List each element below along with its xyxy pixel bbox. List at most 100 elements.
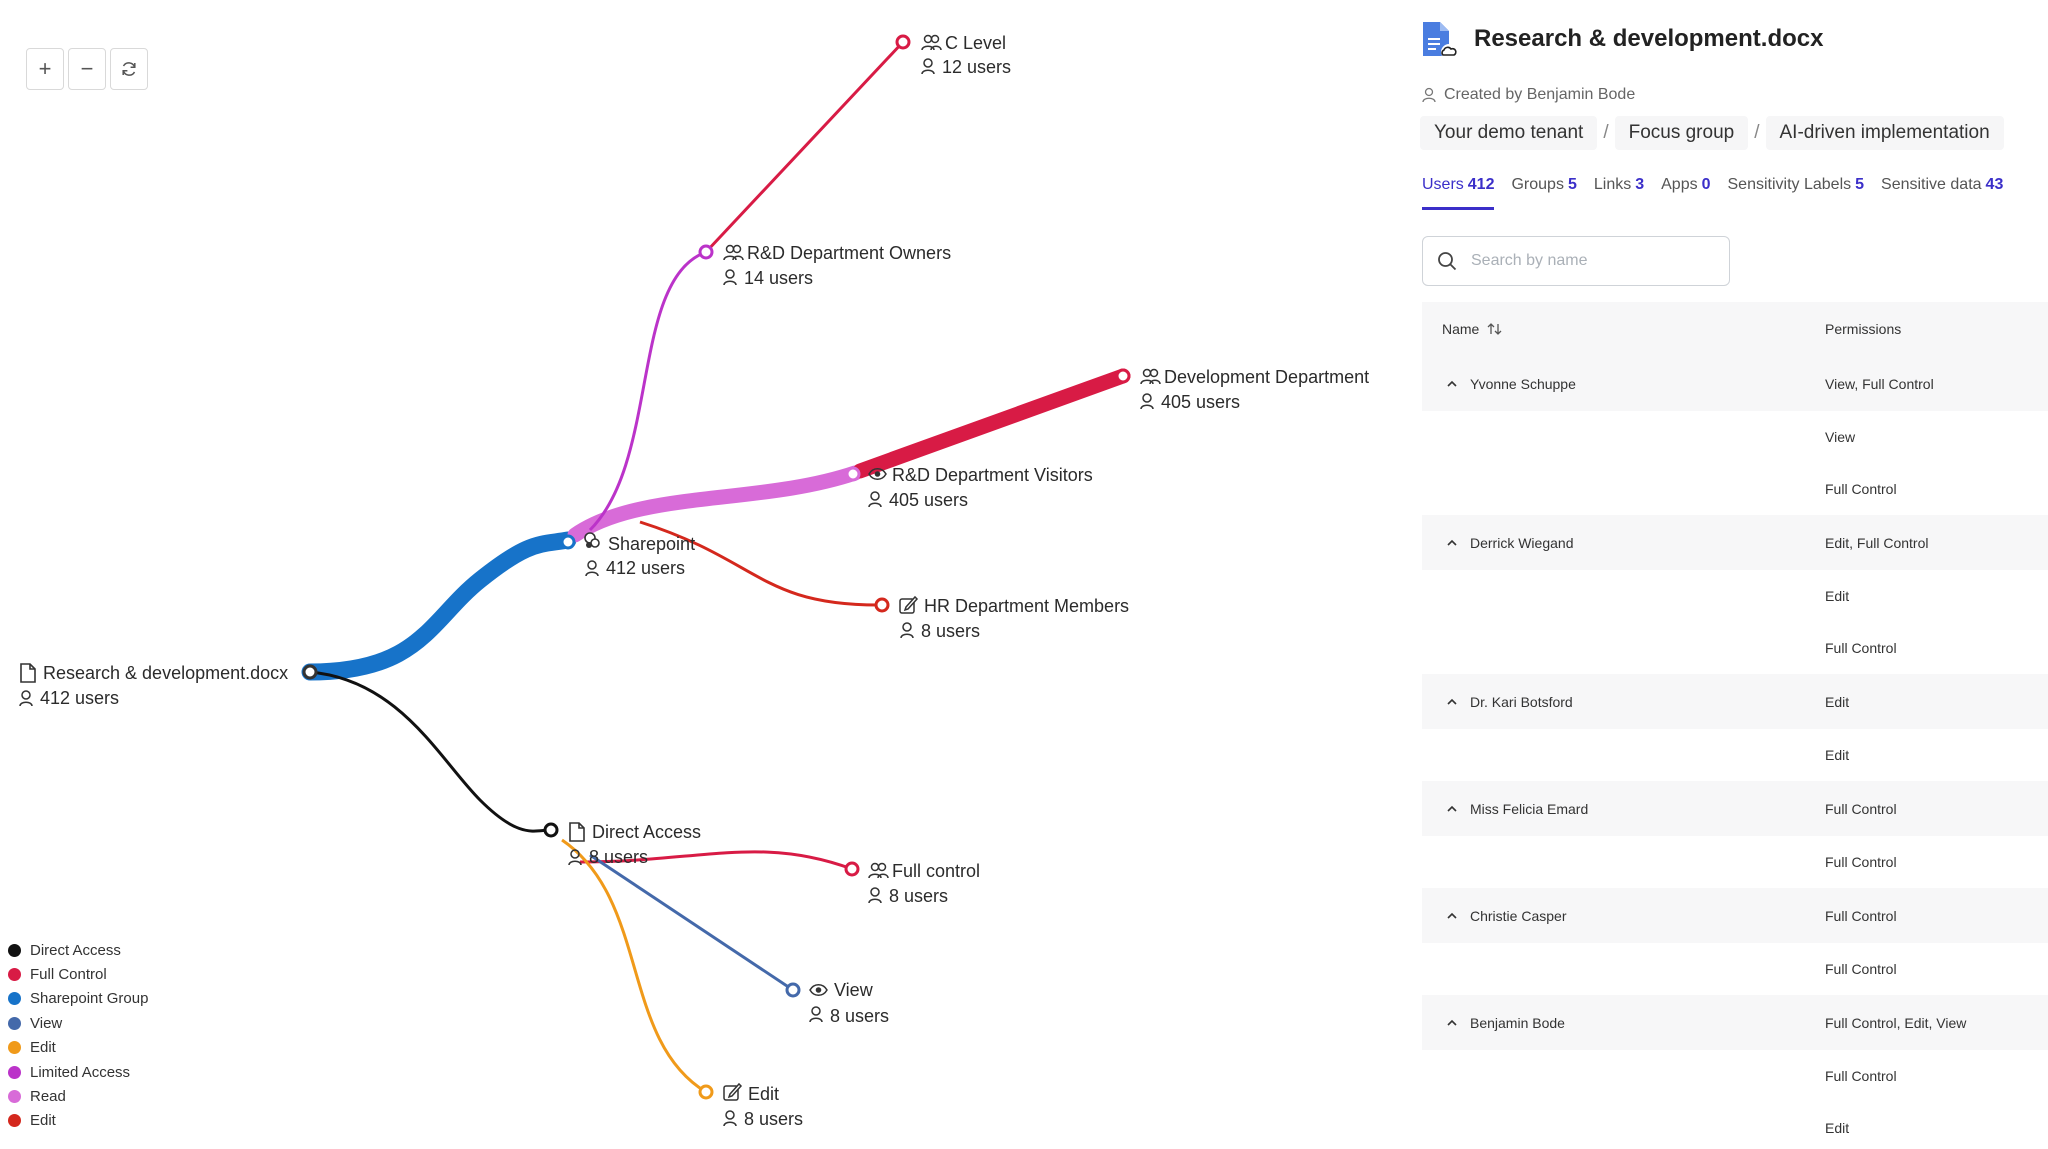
node-root-dot[interactable] <box>302 664 318 680</box>
panel-header: Research & development.docx <box>1420 20 1823 60</box>
node-sharepoint-count: 412 users <box>606 558 685 578</box>
node-clevel-dot[interactable] <box>895 34 911 50</box>
node-fullcontrol[interactable]: Full control 8 users <box>868 861 980 906</box>
document-icon <box>569 822 585 842</box>
node-fullcontrol-count: 8 users <box>889 886 948 906</box>
permission-graph[interactable]: Research & development.docx 412 users Sh… <box>0 0 1410 1149</box>
node-direct-dot[interactable] <box>543 822 559 838</box>
search-input[interactable] <box>1471 252 1711 270</box>
permission-sub-row: Edit <box>1422 729 2048 781</box>
permission-value: Edit <box>1825 1120 1850 1136</box>
node-clevel-count: 12 users <box>942 57 1011 77</box>
legend-label: Full Control <box>30 966 107 984</box>
user-permissions: Full Control <box>1825 907 1897 924</box>
node-hr[interactable]: HR Department Members 8 users <box>899 595 1129 641</box>
node-hr-dot[interactable] <box>874 597 890 613</box>
node-devdept[interactable]: Development Department 405 users <box>1140 367 1369 412</box>
edit-icon <box>723 1082 743 1101</box>
node-devdept-dot[interactable] <box>1115 368 1131 384</box>
node-root-count: 412 users <box>40 688 119 708</box>
user-name: Christie Casper <box>1470 907 1567 924</box>
legend-item: Direct Access <box>8 938 148 962</box>
legend-label: Sharepoint Group <box>30 990 149 1008</box>
cloud-document-icon <box>1420 20 1457 60</box>
refresh-icon <box>122 62 136 76</box>
group-icon <box>868 862 889 879</box>
user-name-cell: Benjamin Bode <box>1422 1015 1825 1031</box>
chevron-up-icon[interactable] <box>1446 912 1458 920</box>
legend-dot <box>8 1016 21 1030</box>
user-icon <box>568 849 582 866</box>
user-icon <box>868 491 882 508</box>
user-name-cell: Miss Felicia Emard <box>1422 801 1825 817</box>
node-visitors[interactable]: R&D Department Visitors 405 users <box>868 465 1093 510</box>
chevron-up-icon[interactable] <box>1446 380 1458 388</box>
user-permissions: Full Control <box>1825 800 1897 817</box>
reset-view-button[interactable] <box>110 48 148 90</box>
legend-dot <box>8 1065 21 1079</box>
permission-sub-row: Edit <box>1422 1102 2048 1149</box>
node-clevel-name: C Level <box>945 33 1006 53</box>
chevron-up-icon[interactable] <box>1446 698 1458 706</box>
node-owners-dot[interactable] <box>698 244 714 260</box>
breadcrumb-implementation[interactable]: AI-driven implementation <box>1765 116 2004 150</box>
node-direct[interactable]: Direct Access 8 users <box>568 822 701 867</box>
breadcrumb-separator: / <box>1754 122 1760 143</box>
legend-dot <box>8 992 21 1006</box>
node-owners[interactable]: R&D Department Owners 14 users <box>723 243 951 288</box>
graph-nodes <box>302 34 1131 1100</box>
user-name-cell: Christie Casper <box>1422 908 1825 924</box>
table-row[interactable]: Christie Casper Full Control <box>1422 888 2048 943</box>
legend-item: Edit <box>8 1109 148 1133</box>
node-direct-count: 8 users <box>589 847 648 867</box>
legend-item: Read <box>8 1084 148 1108</box>
chevron-up-icon[interactable] <box>1446 1019 1458 1027</box>
chevron-up-icon[interactable] <box>1446 805 1458 813</box>
node-view[interactable]: View 8 users <box>809 980 889 1026</box>
node-view-dot[interactable] <box>785 982 801 998</box>
breadcrumb-tenant[interactable]: Your demo tenant <box>1420 116 1598 150</box>
node-clevel[interactable]: C Level 12 users <box>921 33 1011 77</box>
permission-value: Full Control <box>1825 640 1897 656</box>
node-visitors-dot[interactable] <box>845 466 861 482</box>
node-sharepoint-dot[interactable] <box>560 534 576 550</box>
breadcrumb-focus-group[interactable]: Focus group <box>1614 116 1749 150</box>
table-header: Name Permissions <box>1422 302 2048 356</box>
node-fullcontrol-dot[interactable] <box>844 861 860 877</box>
permission-value: View <box>1825 429 1856 445</box>
node-root[interactable]: Research & development.docx 412 users <box>19 663 288 708</box>
sort-icon[interactable] <box>1487 322 1503 336</box>
column-name-header[interactable]: Name <box>1422 321 1825 337</box>
permission-sub-row: Full Control <box>1422 622 2048 674</box>
zoom-out-button[interactable]: − <box>68 48 106 90</box>
node-root-name: Research & development.docx <box>43 663 288 683</box>
node-edit-dot[interactable] <box>698 1084 714 1100</box>
column-name-label: Name <box>1442 321 1480 337</box>
permission-sub-row: Full Control <box>1422 836 2048 888</box>
legend-dot <box>8 1041 21 1055</box>
node-edit[interactable]: Edit 8 users <box>723 1082 803 1129</box>
node-devdept-name: Development Department <box>1164 367 1369 387</box>
user-icon <box>19 690 33 707</box>
user-icon <box>585 560 599 577</box>
chevron-up-icon[interactable] <box>1446 539 1458 547</box>
node-visitors-name: R&D Department Visitors <box>892 465 1093 485</box>
node-sharepoint[interactable]: Sharepoint 412 users <box>584 532 695 578</box>
user-name: Benjamin Bode <box>1470 1014 1565 1031</box>
zoom-in-button[interactable]: + <box>26 48 64 90</box>
legend-item: Edit <box>8 1036 148 1060</box>
